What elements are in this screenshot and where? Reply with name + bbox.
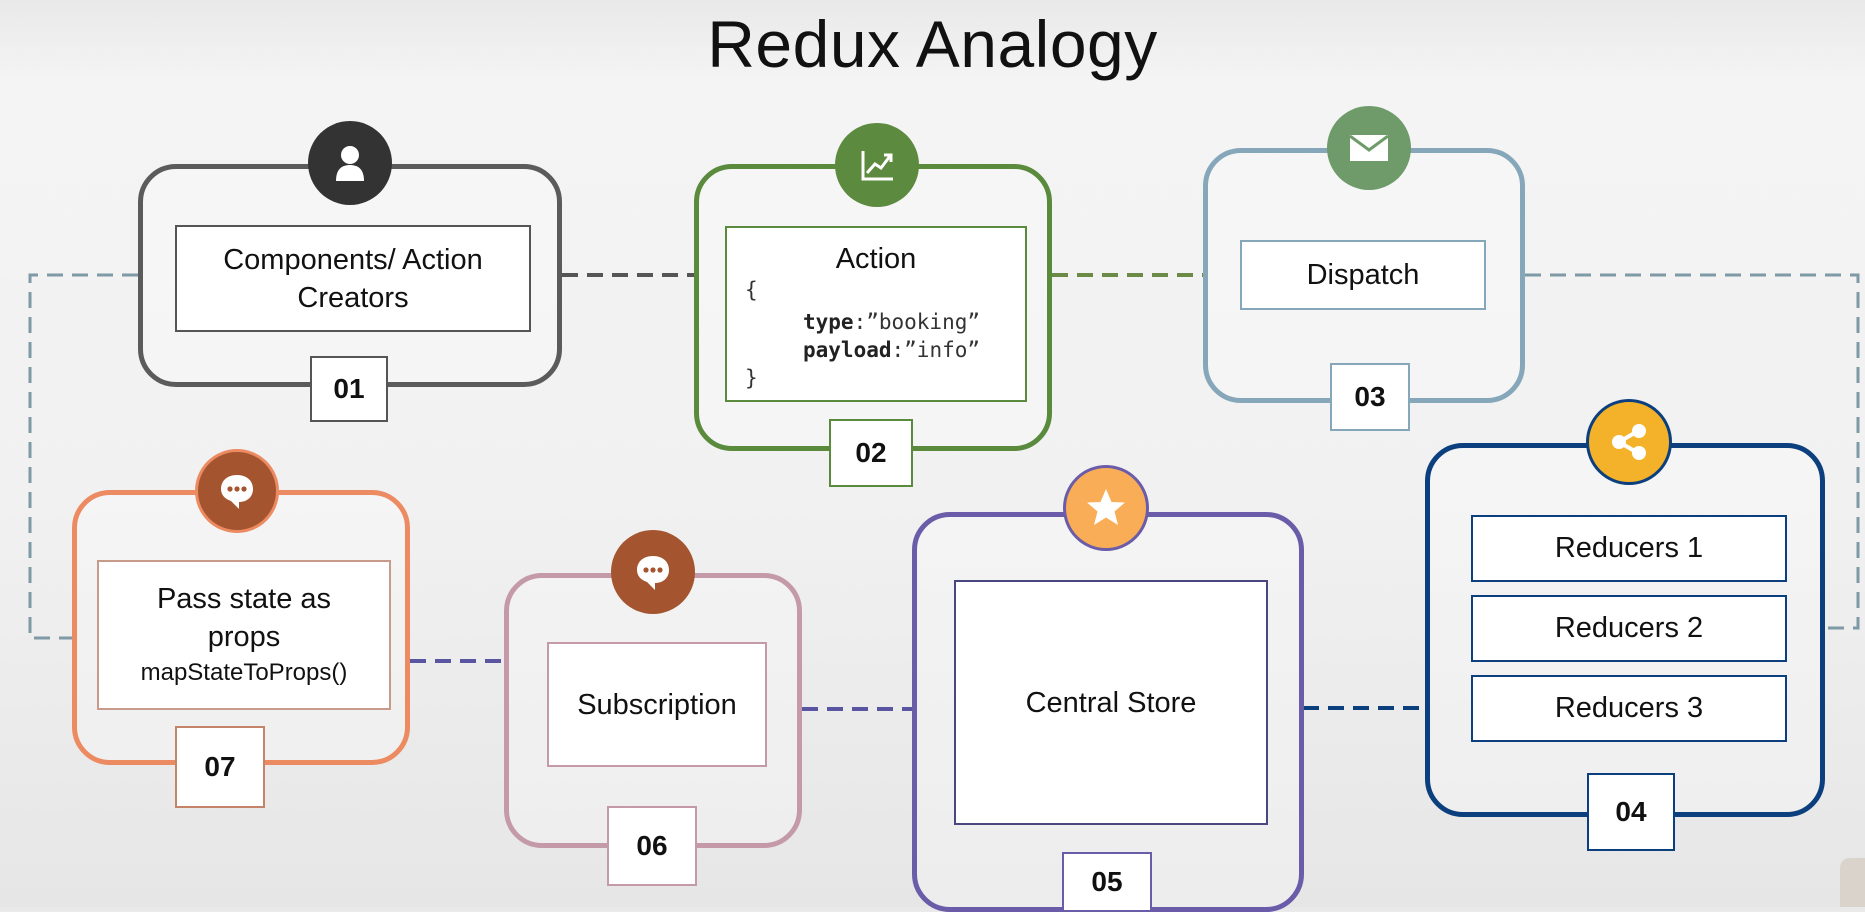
step-07-box: Pass state as props mapStateToProps() [97,560,391,710]
connector-03-04 [1525,273,1860,630]
reducer-item: Reducers 2 [1471,595,1787,662]
step-02-code-open: { [745,278,758,302]
step-02-box: Action { type:”booking” payload:”info” } [725,226,1027,402]
step-07-label: Pass state as props [156,583,332,653]
step-01-number: 01 [310,356,388,422]
step-06-label: Subscription [577,688,737,721]
share-icon [1586,399,1672,485]
step-06-card: Subscription [504,573,802,848]
step-07-sublabel: mapStateToProps() [140,659,348,686]
step-02-number: 02 [829,419,913,487]
step-07-card: Pass state as props mapStateToProps() [72,490,410,765]
page-title: Redux Analogy [707,7,1158,81]
step-01-box: Components/ Action Creators [175,225,531,332]
reducer-item: Reducers 1 [1471,515,1787,582]
step-02-code-type-line: type:”booking” [803,310,980,334]
step-02-code-payload-key: payload [803,338,892,362]
step-02-card: Action { type:”booking” payload:”info” } [694,164,1052,451]
step-01-label: Components/ Action Creators [223,243,483,314]
connector-07-01 [28,273,138,640]
speech-bubble-icon [195,449,279,533]
step-05-label: Central Store [1025,686,1197,719]
step-05-box: Central Store [954,580,1268,825]
reducer-item: Reducers 3 [1471,675,1787,742]
step-02-code-type-key: type [803,310,854,334]
step-06-box: Subscription [547,642,767,767]
star-icon [1063,465,1149,551]
step-03-label: Dispatch [1306,259,1420,291]
step-06-number: 06 [607,806,697,886]
step-07-number: 07 [175,726,265,808]
presenter-thumbnail [1840,858,1865,907]
step-04-number: 04 [1587,773,1675,851]
chart-icon [835,123,919,207]
step-05-number: 05 [1062,852,1152,912]
step-02-code-close: } [745,366,758,390]
step-02-code-payload-line: payload:”info” [803,338,980,362]
step-05-card: Central Store [912,512,1304,912]
step-03-number: 03 [1330,363,1410,431]
step-02-code-payload-value: :”info” [891,338,981,362]
step-02-code-type-value: :”booking” [853,310,981,334]
step-02-label: Action [835,243,917,275]
envelope-icon [1327,106,1411,190]
step-03-box: Dispatch [1240,240,1486,310]
person-icon [308,121,392,205]
speech-bubble-icon [611,530,695,614]
